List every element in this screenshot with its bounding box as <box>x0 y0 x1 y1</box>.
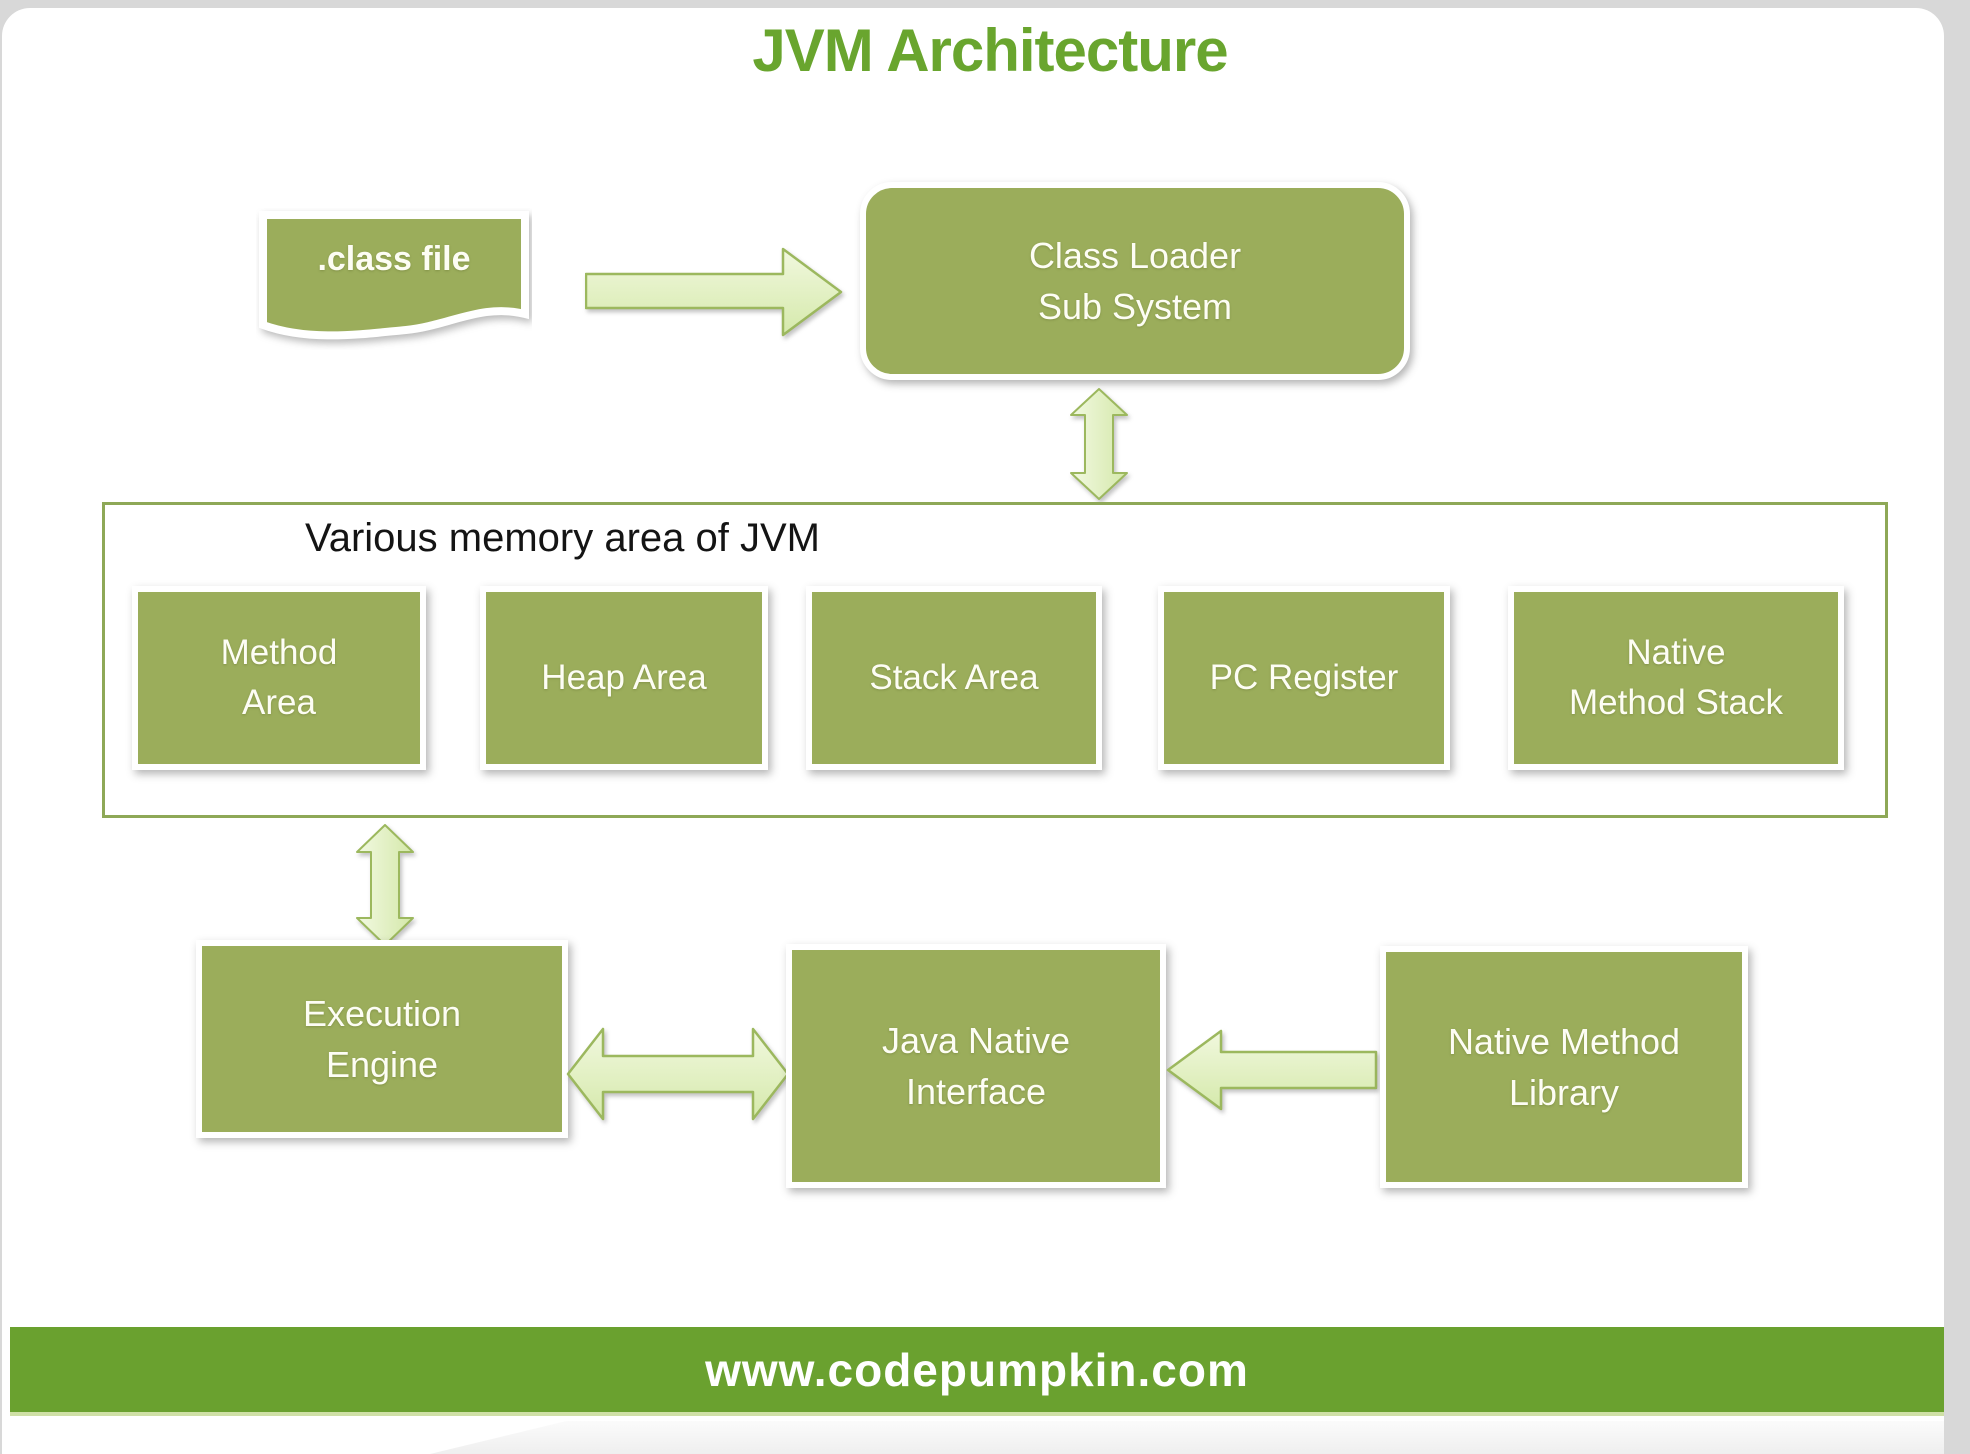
class-file-label: .class file <box>317 240 471 278</box>
node-stack-area: Stack Area <box>806 586 1102 770</box>
arrow-classfile-to-classloader-icon <box>585 247 843 337</box>
arrow-nativelibrary-to-jni-icon <box>1166 1029 1378 1111</box>
node-pc-register: PC Register <box>1158 586 1450 770</box>
memory-area-label: Various memory area of JVM <box>305 516 820 560</box>
right-gutter <box>1944 0 1970 1454</box>
footer-banner: www.codepumpkin.com <box>10 1327 1944 1416</box>
class-file-shape <box>259 211 529 340</box>
double-arrow-classloader-memory-icon <box>1070 388 1128 500</box>
double-arrow-memory-executionengine-icon <box>356 824 414 946</box>
bottom-shadow-wedge <box>430 1421 1944 1454</box>
page-title: JVM Architecture <box>752 17 1228 84</box>
node-heap-area: Heap Area <box>480 586 768 770</box>
footer-url: www.codepumpkin.com <box>705 1343 1249 1396</box>
double-arrow-executionengine-jni-icon <box>566 1027 790 1121</box>
